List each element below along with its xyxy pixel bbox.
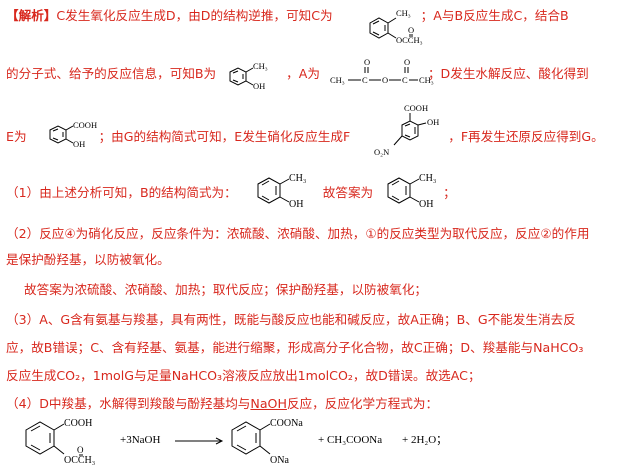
b-answer-1-ch3: CH₃ bbox=[289, 173, 306, 184]
eq-product-ona: ONa bbox=[270, 455, 289, 466]
b-ch3: CH₃ bbox=[253, 61, 268, 71]
c-ester: OCCH₃ bbox=[396, 35, 423, 45]
part-3-line-2: 应，故B错误；C、含有羟基、氨基，能进行缩聚，形成高分子化合物，故C正确；D、羧… bbox=[6, 340, 584, 355]
part-1: （1）由上述分析可知，B的结构简式为：故答案为； bbox=[6, 185, 456, 200]
a-o-2: O bbox=[404, 57, 410, 67]
eq-reagent: +3NaOH bbox=[120, 434, 160, 446]
eq-reactant-o: O bbox=[77, 445, 84, 455]
a-c-2: C bbox=[402, 75, 408, 85]
analysis-tag: 【解析】 bbox=[6, 8, 57, 23]
eq-product-water: + 2H₂O； bbox=[402, 434, 447, 446]
structure-b-answer-1: CH₃ OH bbox=[257, 173, 306, 210]
c-carbonyl-o: O bbox=[408, 25, 414, 35]
analysis-line-2: 的分子式、给予的反应信息，可知B为，A为；D发生水解反应、酸化得到 bbox=[6, 66, 589, 81]
b-answer-1-oh: OH bbox=[289, 199, 303, 210]
f-no2: O₂N bbox=[374, 147, 389, 157]
structure-b: CH₃ OH bbox=[229, 61, 268, 91]
part-2-line-1: （2）反应④为硝化反应，反应条件为：浓硫酸、浓硝酸、加热，①的反应类型为取代反应… bbox=[6, 226, 590, 241]
part-3-line-3: 反应生成CO₂，1molG与足量NaHCO₃溶液反应放出1molCO₂，故D错误… bbox=[6, 368, 481, 383]
structure-e: COOH OH bbox=[49, 120, 97, 149]
f-oh: OH bbox=[427, 117, 439, 127]
a-o-bridge: O bbox=[382, 75, 388, 85]
structure-c: CH₃ OCCH₃ O bbox=[369, 8, 423, 45]
part-2-answer: 故答案为浓硫酸、浓硝酸、加热；取代反应；保护酚羟基，以防被氧化； bbox=[24, 282, 427, 297]
part-4: （4）D中羧基，水解得到羧酸与酚羟基均与NaOH反应，反应化学方程式为： bbox=[6, 396, 439, 411]
f-cooh: COOH bbox=[404, 103, 428, 113]
eq-product-acetate: + CH₃COONa bbox=[318, 434, 382, 446]
part-3-line-1: （3）A、G含有氨基与羧基，具有两性，既能与酸反应也能和碱反应，故A正确；B、G… bbox=[6, 312, 576, 327]
reaction-equation: COOH OCCH₃ O +3NaOH COONa ONa + CH₃COONa… bbox=[25, 418, 447, 466]
structure-a: O O CH₃ C O C CH₃ bbox=[330, 57, 434, 85]
part-2-line-2: 是保护酚羟基，以防被氧化。 bbox=[6, 252, 170, 267]
eq-reactant-cooh: COOH bbox=[64, 418, 92, 429]
a-ch3-right: CH₃ bbox=[419, 75, 434, 85]
naoh-underlined: NaOH bbox=[250, 396, 287, 411]
structure-f: COOH OH O₂N bbox=[374, 103, 439, 157]
eq-product-coona: COONa bbox=[270, 418, 303, 429]
c-ch3: CH₃ bbox=[396, 8, 411, 18]
structure-b-answer-2: CH₃ OH bbox=[387, 173, 436, 210]
b-answer-2-ch3: CH₃ bbox=[419, 173, 436, 184]
a-c-1: C bbox=[362, 75, 368, 85]
b-oh: OH bbox=[253, 81, 265, 91]
a-ch3-left: CH₃ bbox=[330, 75, 345, 85]
analysis-line-3: E为；由G的结构简式可知，E发生硝化反应生成F，F再发生还原反应得到G。 bbox=[6, 129, 604, 144]
analysis-line-1: 【解析】C发生氧化反应生成D，由D的结构逆推，可知C为；A与B反应生成C，结合B bbox=[6, 8, 569, 23]
e-oh: OH bbox=[73, 139, 85, 149]
b-answer-2-oh: OH bbox=[419, 199, 433, 210]
a-o-1: O bbox=[364, 57, 370, 67]
eq-reactant-ester: OCCH₃ bbox=[64, 455, 95, 466]
e-cooh: COOH bbox=[73, 120, 97, 130]
